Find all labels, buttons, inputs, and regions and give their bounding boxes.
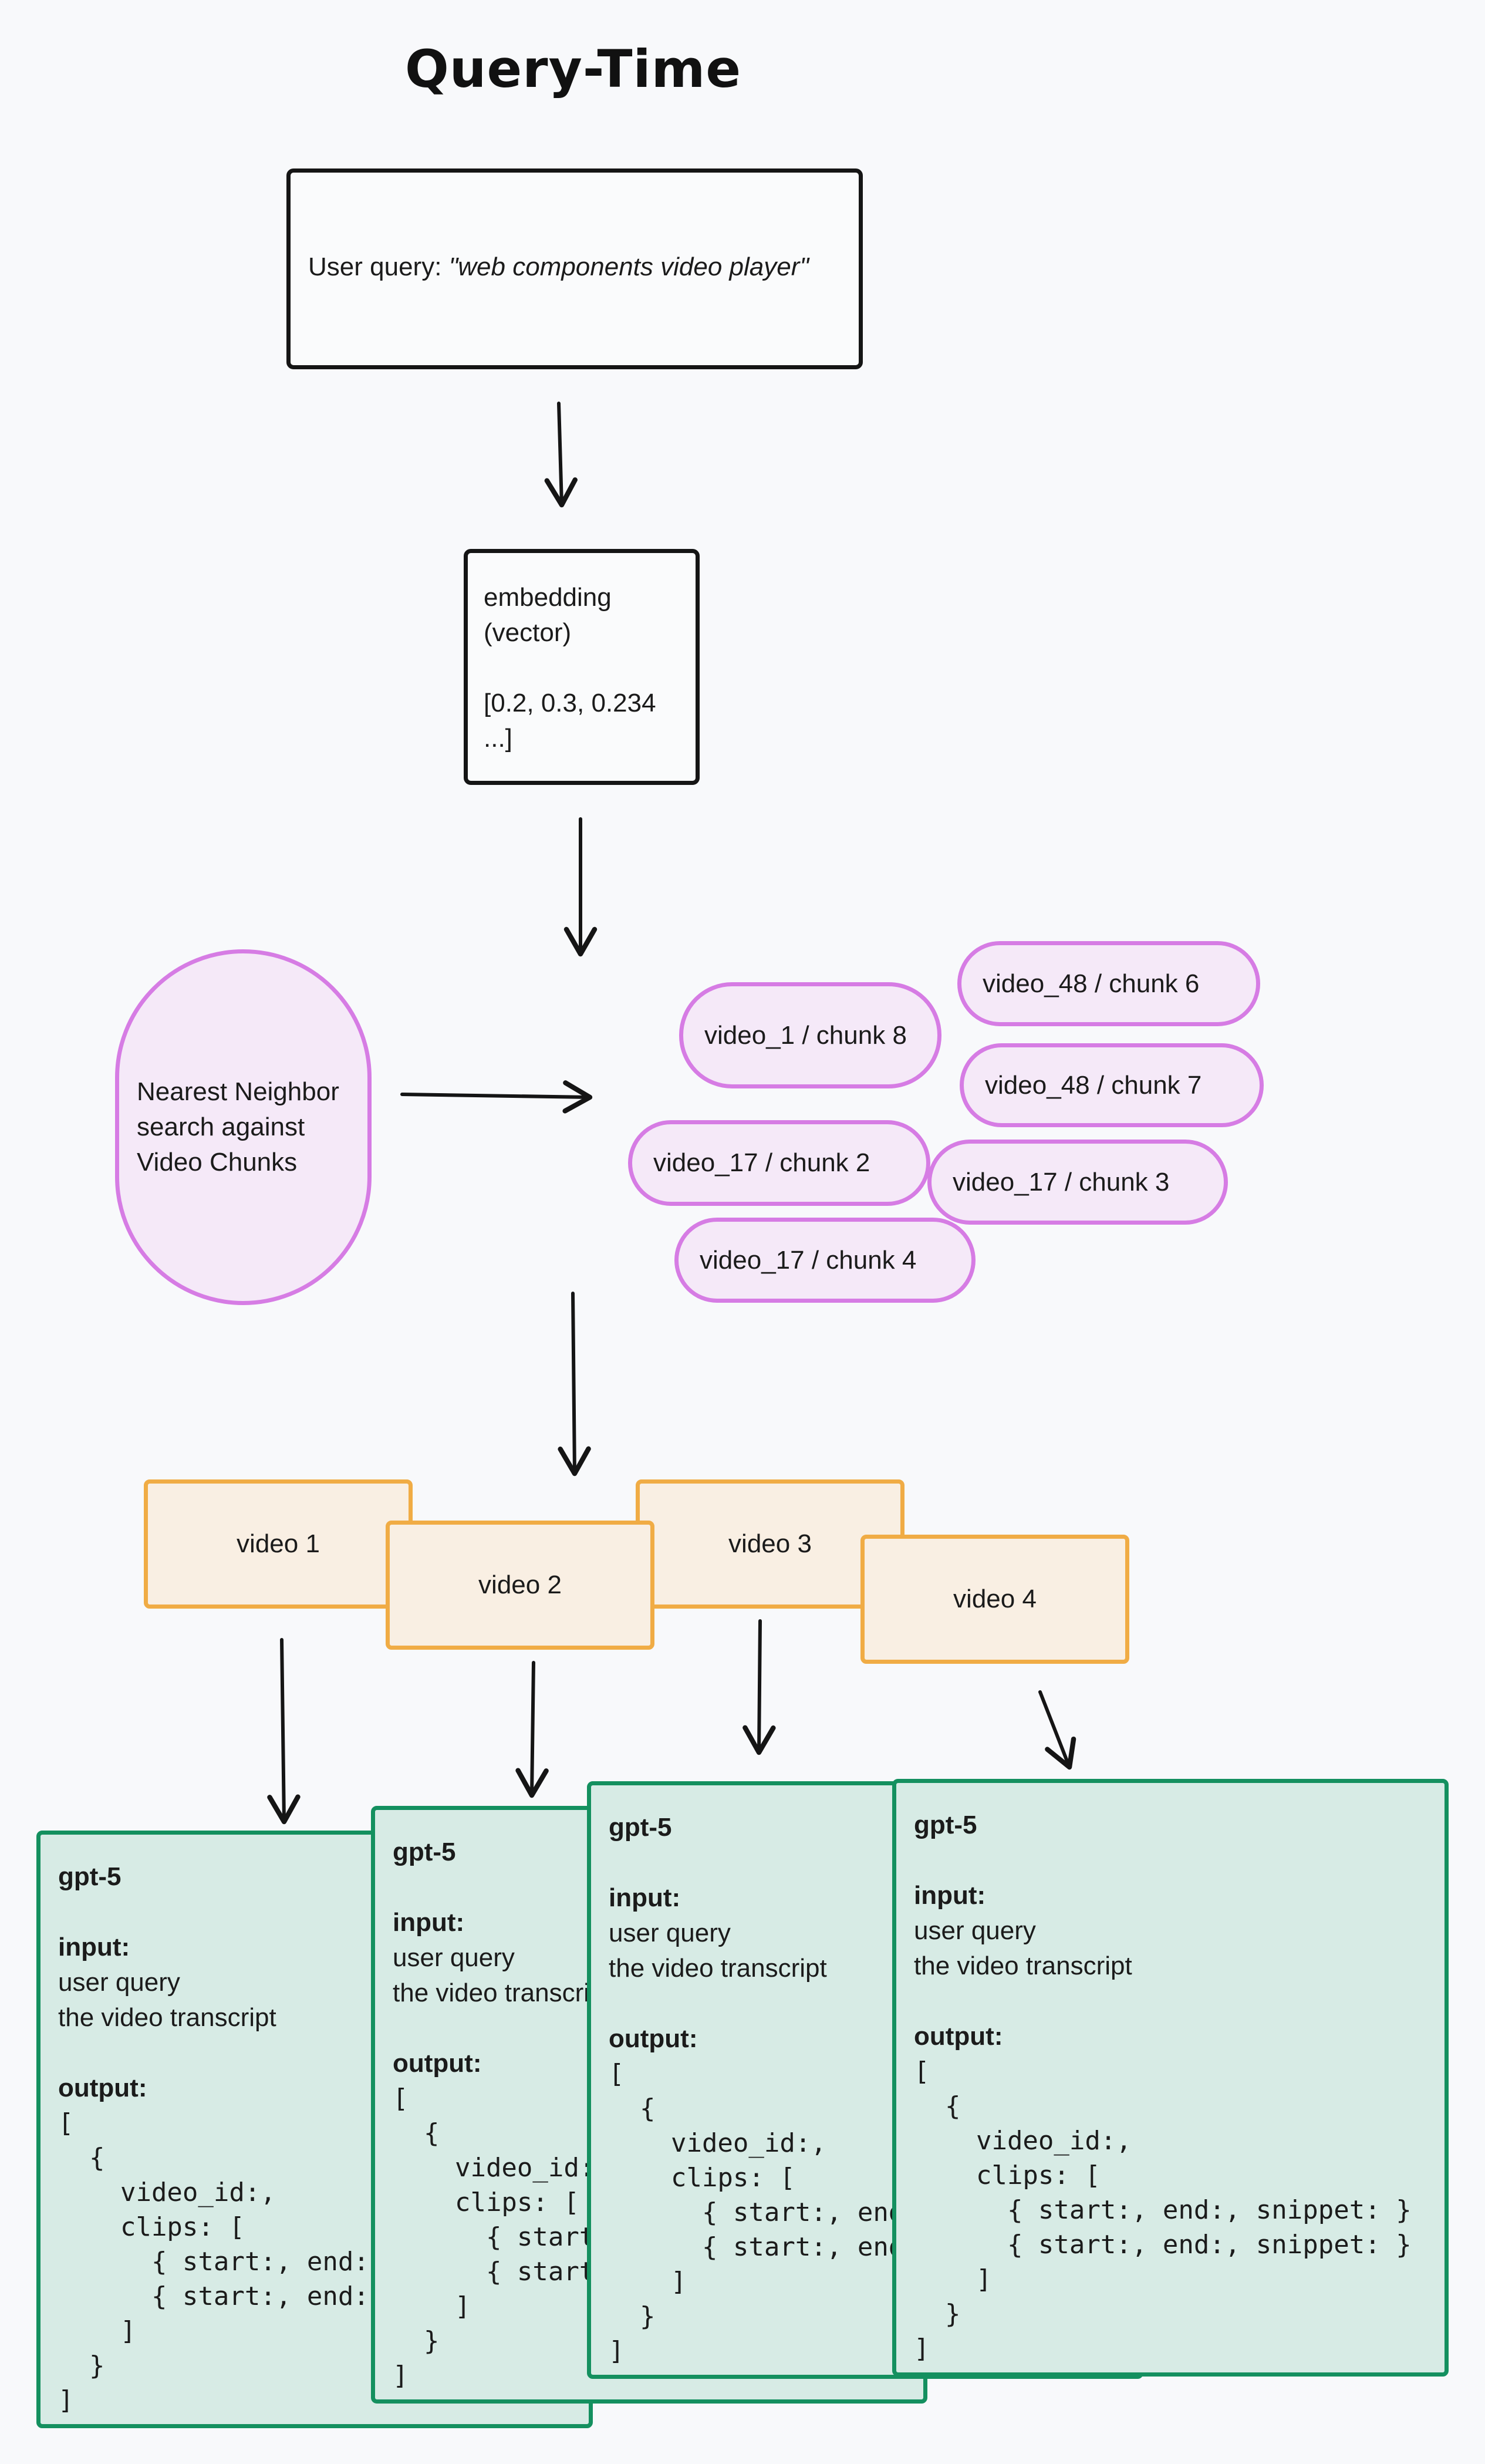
chunk-pill-video17-chunk3: video_17 / chunk 3 [927, 1140, 1228, 1225]
chunk-pill-video17-chunk4: video_17 / chunk 4 [674, 1218, 976, 1303]
video-box-4: video 4 [860, 1535, 1129, 1664]
gpt-card-input-lines: user query the video transcript [914, 1916, 1132, 1980]
arrow-video4-to-gpt4 [1038, 1690, 1076, 1770]
gpt-card-output-label: output: [393, 2049, 482, 2078]
embedding-box [464, 549, 700, 785]
gpt-card-input-label: input: [393, 1908, 465, 1937]
arrow-video2-to-gpt2 [515, 1661, 549, 1798]
arrow-video1-to-gpt1 [267, 1638, 301, 1825]
nearest-neighbor-node: Nearest Neighbor search against Video Ch… [115, 949, 372, 1305]
gpt-card-output-code: [ { video_id:, clips: [ { start:, end:, … [914, 2057, 1412, 2364]
gpt-card-output-label: output: [609, 2024, 698, 2053]
gpt-card-output-label: output: [58, 2074, 147, 2102]
diagram-title: Query-Time [405, 39, 742, 99]
arrow-video3-to-gpt3 [743, 1619, 776, 1755]
gpt-card-model: gpt-5 [609, 1813, 672, 1842]
gpt-card-output-code: [ { video_id: clips: [ { start { start ]… [393, 2084, 595, 2391]
gpt-card-input-lines: user query the video transcript [58, 1968, 276, 2032]
gpt-card-4: gpt-5 input: user query the video transc… [892, 1779, 1449, 2377]
user-query-box [286, 168, 863, 369]
video-box-3: video 3 [636, 1479, 905, 1609]
video-box-1: video 1 [144, 1479, 413, 1609]
arrow-search-to-chunks [400, 1080, 593, 1114]
gpt-card-output-code: [ { video_id:, clips: [ { start:, end: {… [58, 2108, 369, 2415]
gpt-card-input-lines: user query the video transcript [393, 1943, 611, 2007]
gpt-card-model: gpt-5 [914, 1811, 977, 1839]
video-box-2: video 2 [386, 1521, 654, 1650]
gpt-card-input-label: input: [58, 1933, 130, 1961]
arrow-chunks-to-videos [558, 1292, 591, 1477]
gpt-card-input-label: input: [914, 1881, 986, 1910]
chunk-pill-video48-chunk6: video_48 / chunk 6 [957, 941, 1260, 1026]
gpt-card-model: gpt-5 [58, 1862, 122, 1891]
chunk-pill-video48-chunk7: video_48 / chunk 7 [960, 1043, 1264, 1127]
user-query-label: User query: [308, 252, 449, 281]
gpt-card-input-lines: user query the video transcript [609, 1919, 827, 1983]
embedding-text: embedding (vector) [0.2, 0.3, 0.234 ...] [484, 583, 656, 753]
user-query-value: "web components video player" [448, 252, 809, 281]
chunk-pill-video1-chunk8: video_1 / chunk 8 [679, 982, 941, 1088]
gpt-card-input-label: input: [609, 1883, 681, 1912]
gpt-card-output-label: output: [914, 2022, 1003, 2051]
user-query-text: User query: "web components video player… [308, 252, 809, 282]
chunk-pill-video17-chunk2: video_17 / chunk 2 [628, 1120, 930, 1206]
gpt-card-model: gpt-5 [393, 1838, 456, 1866]
arrow-query-to-embedding [544, 402, 578, 508]
